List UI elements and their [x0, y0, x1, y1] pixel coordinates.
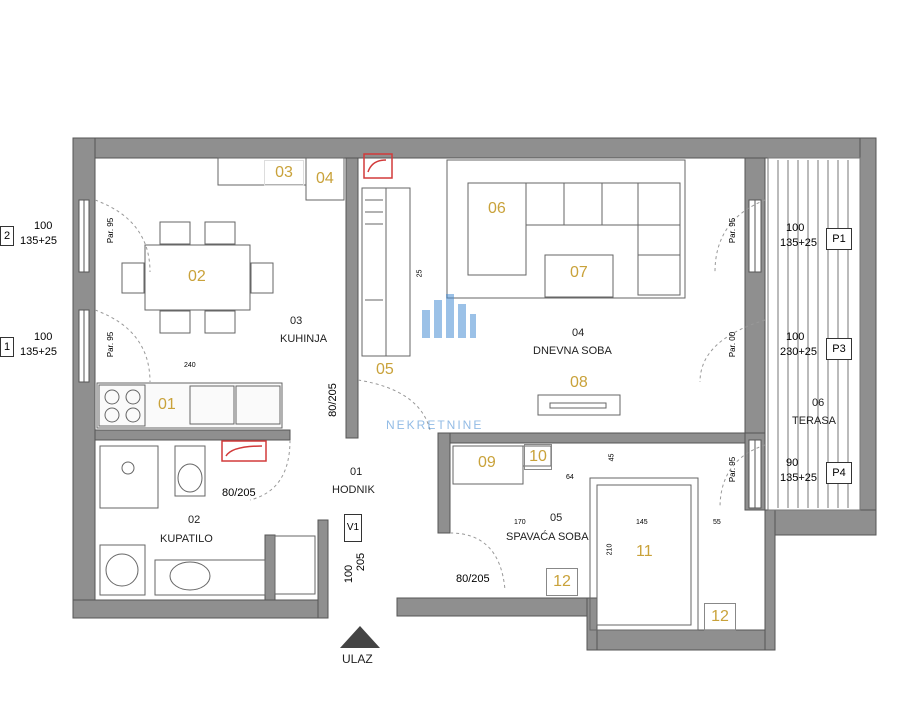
- door-bed-size: 80/205: [456, 573, 490, 585]
- window-left2-height: 135+25: [20, 346, 58, 358]
- window-p3-height: 230+25: [780, 346, 818, 358]
- room-bedroom-number: 05: [550, 512, 563, 524]
- dim-45: 45: [608, 453, 616, 462]
- window-p4-par: Par. 95: [728, 456, 738, 483]
- door-kitchen-size: 80/205: [326, 383, 339, 417]
- window-p1-par: Par. 95: [728, 217, 738, 244]
- window-left1-par: Par. 95: [106, 217, 116, 244]
- room-bath-number: 02: [188, 514, 201, 526]
- room-hall-name: HODNIK: [332, 484, 375, 496]
- window-p1-width: 100: [786, 222, 805, 234]
- window-p3-width: 100: [786, 331, 805, 343]
- dim-240: 240: [184, 362, 196, 369]
- furniture-number-10: 10: [524, 444, 552, 470]
- furniture-number-05: 05: [376, 361, 394, 378]
- window-left2-par: Par. 95: [106, 331, 116, 358]
- door-arcs: [94, 199, 766, 591]
- room-kitchen-number: 03: [290, 315, 303, 327]
- entry-door-width: 100: [343, 564, 356, 584]
- terrace-deck: [767, 157, 861, 511]
- red-fixtures: [221, 153, 393, 462]
- window-p1-height: 135+25: [780, 237, 818, 249]
- furniture: [96, 157, 699, 631]
- room-hall-number: 01: [350, 466, 363, 478]
- room-terrace-number: 06: [812, 397, 825, 409]
- window-tag-p1: P1: [826, 228, 852, 250]
- window-tag-p3: P3: [826, 338, 852, 360]
- window-tag-p4: P4: [826, 462, 852, 484]
- window-left2-width: 100: [34, 331, 53, 343]
- furniture-number-12a: 12: [546, 568, 578, 596]
- entry-label: ULAZ: [342, 652, 373, 666]
- room-living-number: 04: [572, 327, 585, 339]
- entry-arrow: [340, 626, 380, 648]
- watermark-logo-icon: [418, 290, 478, 340]
- room-living-name: DNEVNA SOBA: [533, 345, 612, 357]
- dim-64: 64: [566, 474, 574, 481]
- room-terrace-name: TERASA: [792, 415, 837, 427]
- entry-door-tag: V1: [344, 514, 362, 542]
- dim-170: 170: [514, 519, 526, 526]
- furniture-number-02: 02: [188, 268, 206, 285]
- watermark-text: NEKRETNINE: [386, 418, 484, 432]
- room-bedroom-name: SPAVAĆA SOBA: [506, 531, 589, 543]
- window-p3-par: Par. 00: [728, 331, 738, 358]
- dim-210: 210: [606, 543, 614, 556]
- furniture-number-08: 08: [570, 374, 588, 391]
- entry-door-height: 205: [355, 552, 368, 572]
- window-p4-width: 90: [786, 457, 799, 469]
- furniture-number-03: 03: [264, 160, 304, 186]
- window-p4-height: 135+25: [780, 472, 818, 484]
- window-tag-1: 1: [0, 337, 14, 357]
- furniture-number-12b: 12: [704, 603, 736, 631]
- room-kitchen-name: KUHINJA: [280, 333, 328, 345]
- window-tag-2: 2: [0, 226, 14, 246]
- furniture-number-01: 01: [158, 396, 176, 413]
- room-bath-name: KUPATILO: [160, 533, 213, 545]
- furniture-number-06: 06: [488, 200, 506, 217]
- dim-25: 25: [416, 269, 424, 278]
- walls: [72, 137, 877, 651]
- furniture-number-09: 09: [478, 454, 496, 471]
- left-windows: [78, 199, 762, 509]
- dim-55: 55: [713, 519, 721, 526]
- furniture-number-04: 04: [316, 170, 334, 187]
- door-bath-size: 80/205: [222, 487, 256, 499]
- window-left1-height: 135+25: [20, 235, 58, 247]
- furniture-number-11: 11: [636, 543, 653, 560]
- dim-145: 145: [636, 519, 648, 526]
- window-left1-width: 100: [34, 220, 53, 232]
- furniture-number-07: 07: [570, 264, 588, 281]
